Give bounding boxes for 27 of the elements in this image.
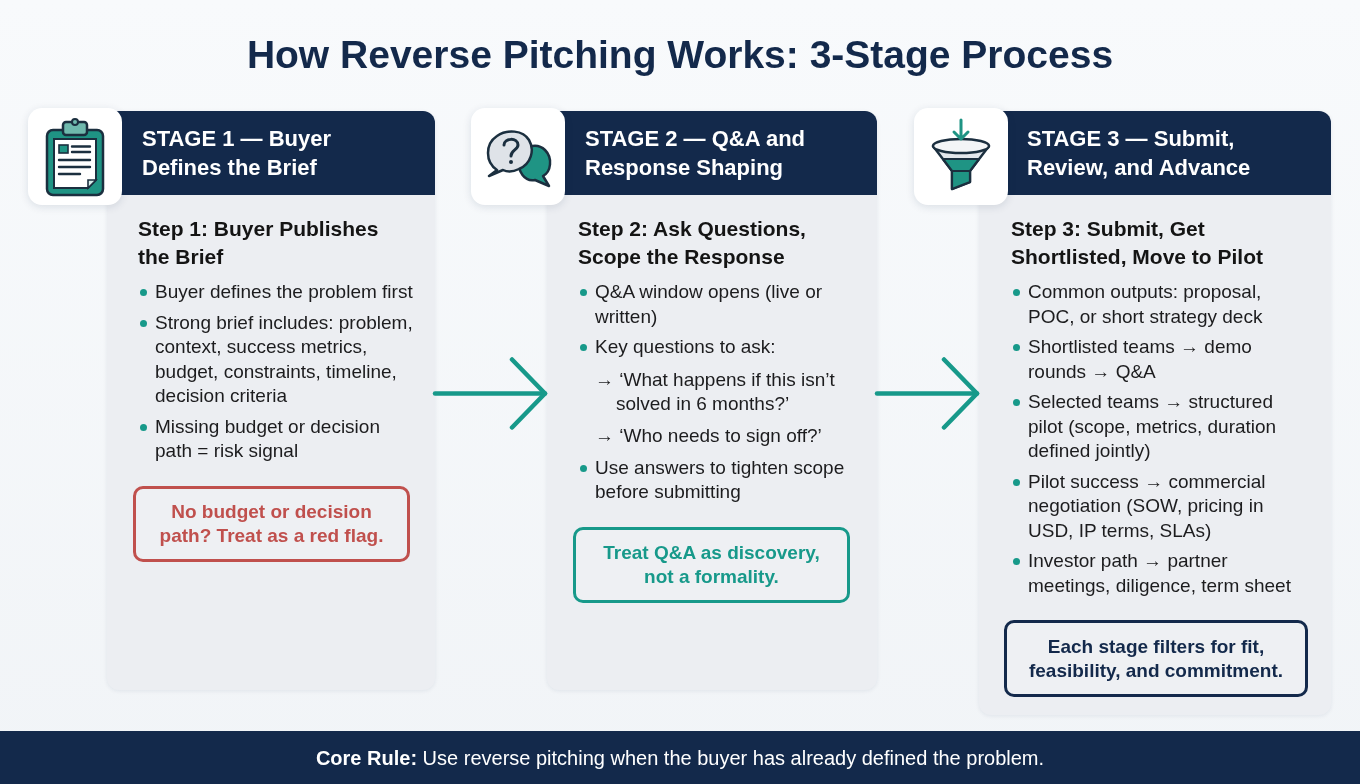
footer-band — [0, 731, 1360, 784]
sub-bullet-text: → ‘Who needs to sign off?’ — [595, 423, 822, 448]
bullet-text: Use answers to tighten scope before submitting — [595, 455, 846, 504]
stage-panel — [547, 111, 877, 690]
bullet-text: Key questions to ask: — [595, 335, 776, 359]
step-heading: Step 1: Buyer Publishes the Brief — [138, 216, 380, 270]
callout-box: No budget or decision path? Treat as a red flag. — [133, 485, 410, 562]
sub-bullet-text: → ‘What happens if this isn’t solved in 6 months?’ — [595, 367, 836, 416]
bullet-text: Selected teams → structured pilot (scope, metrics, duration defined jointly) — [1028, 390, 1278, 463]
bullet-text: Shortlisted teams → demo rounds → Q&A — [1028, 335, 1253, 384]
stage-panel — [979, 111, 1331, 715]
bullet-text: Investor path → partner meetings, diligence, term sheet — [1028, 549, 1292, 598]
callout-box: Each stage filters for fit, feasibility, and commitment. — [1004, 620, 1308, 697]
arrow — [432, 357, 548, 430]
core-rule-text: Core Rule: Use reverse pitching when the buyer has already defined the problem. — [315, 745, 1045, 771]
diagram-title: How Reverse Pitching Works: 3-Stage Process — [246, 32, 1114, 78]
bullet-text: Missing budget or decision path = risk signal — [155, 414, 381, 463]
step-heading: Step 3: Submit, Get Shortlisted, Move to Pilot — [1011, 216, 1264, 270]
bullet-text: Strong brief includes: problem, context, success metrics, budget, constraints, timeline, decision criteria — [155, 310, 413, 408]
arrow — [874, 357, 980, 430]
callout-box: Treat Q&A as discovery, not a formality. — [573, 526, 850, 603]
bullet-text: Pilot success → commercial negotiation (SOW, pricing in USD, IP terms, SLAs) — [1028, 469, 1267, 543]
bullet-text: Q&A window opens (live or written) — [595, 280, 824, 329]
bullet-text: Common outputs: proposal, POC, or short strategy deck — [1028, 280, 1264, 329]
bullet-text: Buyer defines the problem first — [155, 280, 413, 304]
step-heading: Step 2: Ask Questions, Scope the Response — [578, 216, 807, 270]
stage-panel — [107, 111, 435, 690]
